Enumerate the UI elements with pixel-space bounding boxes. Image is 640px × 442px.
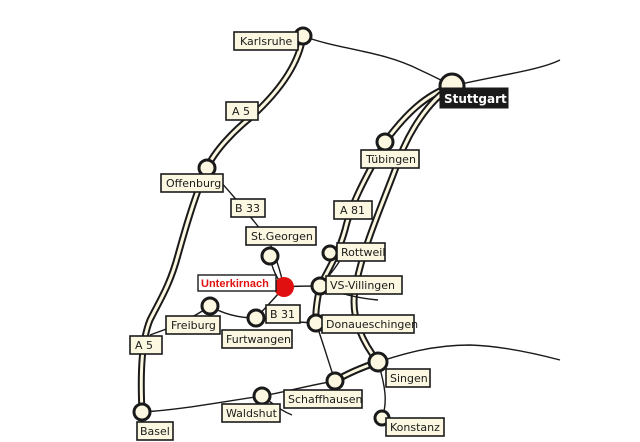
road-label-a81: A 81 bbox=[333, 200, 373, 220]
town-marker-schaffhausen bbox=[325, 371, 345, 391]
label-singen: Singen bbox=[385, 368, 431, 388]
label-tuebingen: Tübingen bbox=[360, 149, 420, 169]
town-marker-singen bbox=[367, 351, 389, 373]
label-vs-villingen: VS-Villingen bbox=[325, 275, 403, 295]
svg-text:St.Georgen: St.Georgen bbox=[251, 230, 313, 243]
svg-text:Offenburg: Offenburg bbox=[166, 177, 221, 190]
town-marker-rottweil bbox=[321, 244, 339, 262]
svg-text:VS-Villingen: VS-Villingen bbox=[330, 279, 395, 292]
town-marker-furtwangen bbox=[246, 308, 266, 328]
label-konstanz: Konstanz bbox=[385, 417, 445, 437]
svg-text:Freiburg: Freiburg bbox=[171, 319, 216, 332]
label-unterkirnach: Unterkirnach bbox=[197, 274, 277, 292]
svg-text:Unterkirnach: Unterkirnach bbox=[201, 278, 269, 290]
svg-text:Waldshut: Waldshut bbox=[226, 407, 278, 420]
road-label-a5-north: A 5 bbox=[225, 101, 259, 121]
highlight-marker-red-dot bbox=[274, 277, 294, 297]
svg-text:Rottweil: Rottweil bbox=[341, 246, 385, 259]
road-label-b33: B 33 bbox=[230, 198, 266, 218]
svg-text:A 5: A 5 bbox=[232, 105, 250, 118]
svg-text:Karlsruhe: Karlsruhe bbox=[240, 35, 293, 48]
svg-text:Basel: Basel bbox=[140, 425, 170, 438]
label-donaueschingen: Donaueschingen bbox=[321, 314, 418, 334]
label-offenburg: Offenburg bbox=[160, 173, 224, 193]
svg-text:A 5: A 5 bbox=[135, 339, 153, 352]
label-karlsruhe: Karlsruhe bbox=[233, 31, 299, 51]
town-marker-freiburg bbox=[200, 296, 220, 316]
svg-text:Furtwangen: Furtwangen bbox=[226, 333, 291, 346]
road-label-a5-south: A 5 bbox=[129, 335, 163, 355]
svg-text:Tübingen: Tübingen bbox=[365, 153, 416, 166]
road-label-b31: B 31 bbox=[265, 304, 301, 324]
svg-text:A 81: A 81 bbox=[340, 204, 365, 217]
svg-text:Donaueschingen: Donaueschingen bbox=[326, 318, 418, 331]
label-basel: Basel bbox=[136, 421, 174, 441]
svg-text:B 33: B 33 bbox=[235, 202, 260, 215]
town-marker-waldshut bbox=[252, 386, 272, 406]
motorway-a5 bbox=[137, 32, 307, 416]
svg-text:Schaffhausen: Schaffhausen bbox=[288, 393, 363, 406]
label-freiburg: Freiburg bbox=[165, 315, 221, 335]
town-marker-tuebingen bbox=[375, 132, 395, 152]
label-schaffhausen: Schaffhausen bbox=[283, 389, 363, 409]
svg-text:Konstanz: Konstanz bbox=[390, 421, 440, 434]
svg-text:B 31: B 31 bbox=[270, 308, 295, 321]
town-marker-st-georgen bbox=[260, 246, 280, 266]
label-stuttgart: Stuttgart bbox=[439, 87, 509, 109]
town-marker-basel bbox=[132, 402, 152, 422]
svg-text:Stuttgart: Stuttgart bbox=[444, 92, 507, 106]
svg-text:Singen: Singen bbox=[390, 372, 428, 385]
label-furtwangen: Furtwangen bbox=[221, 329, 293, 349]
label-waldshut: Waldshut bbox=[221, 403, 281, 423]
label-st-georgen: St.Georgen bbox=[245, 226, 317, 246]
label-rottweil: Rottweil bbox=[336, 242, 386, 262]
